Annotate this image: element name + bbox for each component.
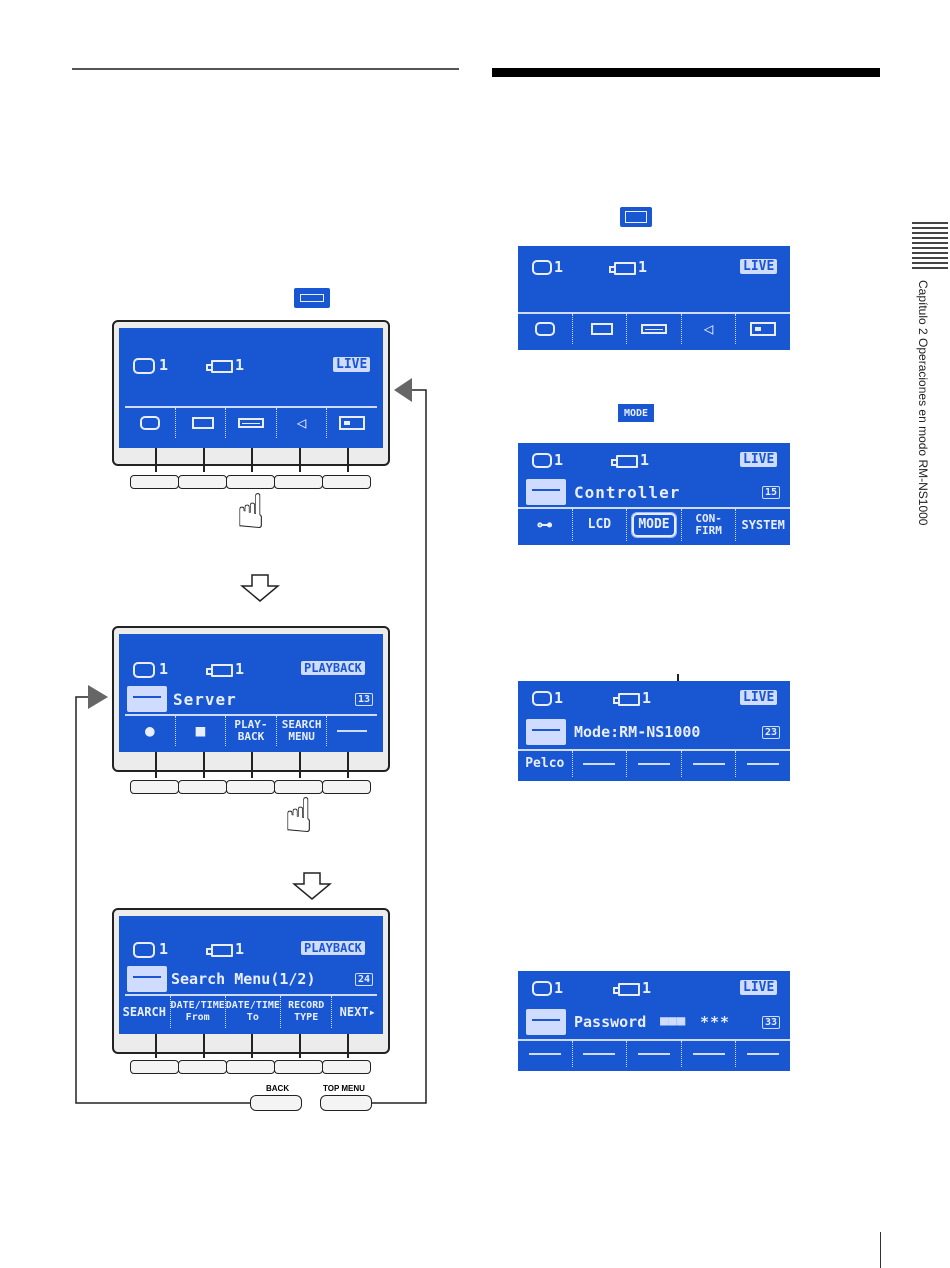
pelco-option[interactable]: Pelco: [525, 756, 565, 771]
lcd-mode: 1 1 LIVE Mode:RM-NS1000 23 Pelco: [518, 681, 790, 781]
live-badge: LIVE: [740, 980, 778, 995]
down-arrow-icon: [240, 574, 280, 602]
chapter-marker: [912, 222, 948, 272]
password-filled: ■■■: [660, 1013, 686, 1029]
lcd-top-menu-right: 1 1 LIVE ◁: [518, 246, 790, 350]
top-menu-button[interactable]: [320, 1095, 372, 1111]
live-badge: LIVE: [740, 690, 778, 705]
monitor-icon: [133, 662, 155, 678]
top-menu-label: TOP MENU: [323, 1084, 365, 1093]
camera-icon: [206, 360, 233, 373]
monitor-icon: [133, 358, 155, 374]
confirm-button[interactable]: CON- FIRM: [680, 509, 736, 541]
search-menu-button[interactable]: SEARCH MENU: [275, 716, 327, 746]
menu-speaker[interactable]: ◁: [680, 314, 736, 344]
soft-button-5[interactable]: [322, 475, 371, 489]
playback-button[interactable]: PLAY- BACK: [225, 716, 276, 746]
menu-monitor[interactable]: [125, 408, 175, 438]
empty-slot: [571, 1041, 627, 1067]
menu-controller[interactable]: [326, 408, 377, 438]
camera-icon: [613, 983, 640, 996]
empty-slot: [571, 751, 627, 777]
record-button[interactable]: ●: [144, 721, 155, 740]
back-button[interactable]: [250, 1095, 302, 1111]
soft-button-5[interactable]: [322, 1060, 371, 1074]
right-column-rule: [492, 68, 880, 77]
recorder-icon: [127, 966, 167, 992]
live-badge: LIVE: [740, 452, 778, 467]
monitor-icon: [532, 691, 552, 706]
empty-slot: [626, 751, 681, 777]
menu-recorder[interactable]: [626, 314, 681, 344]
menu-camera[interactable]: [174, 408, 226, 438]
empty-slot: [626, 1041, 681, 1067]
camera-icon: [613, 693, 640, 706]
controller-icon: [750, 322, 777, 336]
menu-speaker[interactable]: ◁: [275, 408, 327, 438]
lcd-top-menu: 1 1 LIVE ◁: [119, 328, 383, 448]
left-column-rule: [72, 68, 459, 70]
monitor-icon: [532, 981, 552, 996]
lcd-password: 1 1 LIVE Password ■■■ *** 33: [518, 971, 790, 1071]
page-tick: [880, 1232, 881, 1268]
mode-button[interactable]: MODE: [626, 509, 681, 541]
camera-icon: [611, 455, 638, 468]
empty-slot: [326, 716, 377, 746]
lcd-server: 1 1 PLAYBACK Server 13 ● ■ PLAY- BACK SE…: [119, 634, 383, 752]
controller-icon: [526, 479, 566, 505]
lcd-search-menu: 1 1 PLAYBACK Search Menu(1/2) 24 SEARCH …: [119, 916, 383, 1034]
key-button[interactable]: ⊶: [536, 515, 553, 534]
monitor-icon: [133, 942, 155, 958]
empty-slot: [680, 1041, 736, 1067]
empty-slot: [735, 751, 790, 777]
back-label: BACK: [266, 1084, 290, 1093]
speaker-icon: ◁: [296, 413, 307, 432]
empty-slot: [518, 1041, 572, 1067]
camera-icon: [206, 944, 233, 957]
playback-badge: PLAYBACK: [301, 941, 365, 955]
record-type-button[interactable]: RECORD TYPE: [279, 996, 332, 1028]
inline-controller-icon: [620, 207, 652, 227]
monitor-icon: [532, 453, 552, 468]
controller-icon: [526, 1009, 566, 1035]
inline-recorder-icon: [294, 288, 330, 308]
lcd-button[interactable]: LCD: [571, 509, 627, 541]
empty-slot: [735, 1041, 790, 1067]
lcd-controller: 1 1 LIVE Controller 15 ⊶ LCD MODE CON- F…: [518, 443, 790, 545]
live-badge: LIVE: [333, 357, 371, 372]
datetime-to-button[interactable]: DATE/TIME To: [224, 996, 280, 1028]
menu-controller[interactable]: [735, 314, 790, 344]
next-button[interactable]: NEXT▸: [331, 996, 383, 1028]
system-button[interactable]: SYSTEM: [735, 509, 790, 541]
playback-badge: PLAYBACK: [301, 661, 365, 675]
hand-press-icon: ☝: [284, 788, 314, 844]
speaker-icon: ◁: [703, 319, 714, 338]
soft-button-5[interactable]: [322, 780, 371, 794]
hand-press-icon: ☝: [236, 484, 266, 540]
menu-monitor[interactable]: [518, 314, 572, 344]
live-badge: LIVE: [740, 259, 778, 274]
monitor-icon: [532, 260, 552, 275]
menu-recorder[interactable]: [225, 408, 276, 438]
recorder-icon: [127, 686, 167, 712]
menu-camera[interactable]: [571, 314, 627, 344]
inline-mode-icon: MODE: [618, 404, 654, 422]
camera-icon: [609, 262, 636, 275]
datetime-from-button[interactable]: DATE/TIME From: [169, 996, 225, 1028]
down-arrow-icon: [292, 872, 332, 900]
search-button[interactable]: SEARCH: [122, 1005, 166, 1019]
empty-slot: [680, 751, 736, 777]
camera-icon: [206, 664, 233, 677]
stop-button[interactable]: ■: [174, 716, 226, 746]
controller-icon: [526, 719, 566, 745]
password-masked: ***: [700, 1013, 731, 1031]
controller-icon: [339, 416, 366, 430]
